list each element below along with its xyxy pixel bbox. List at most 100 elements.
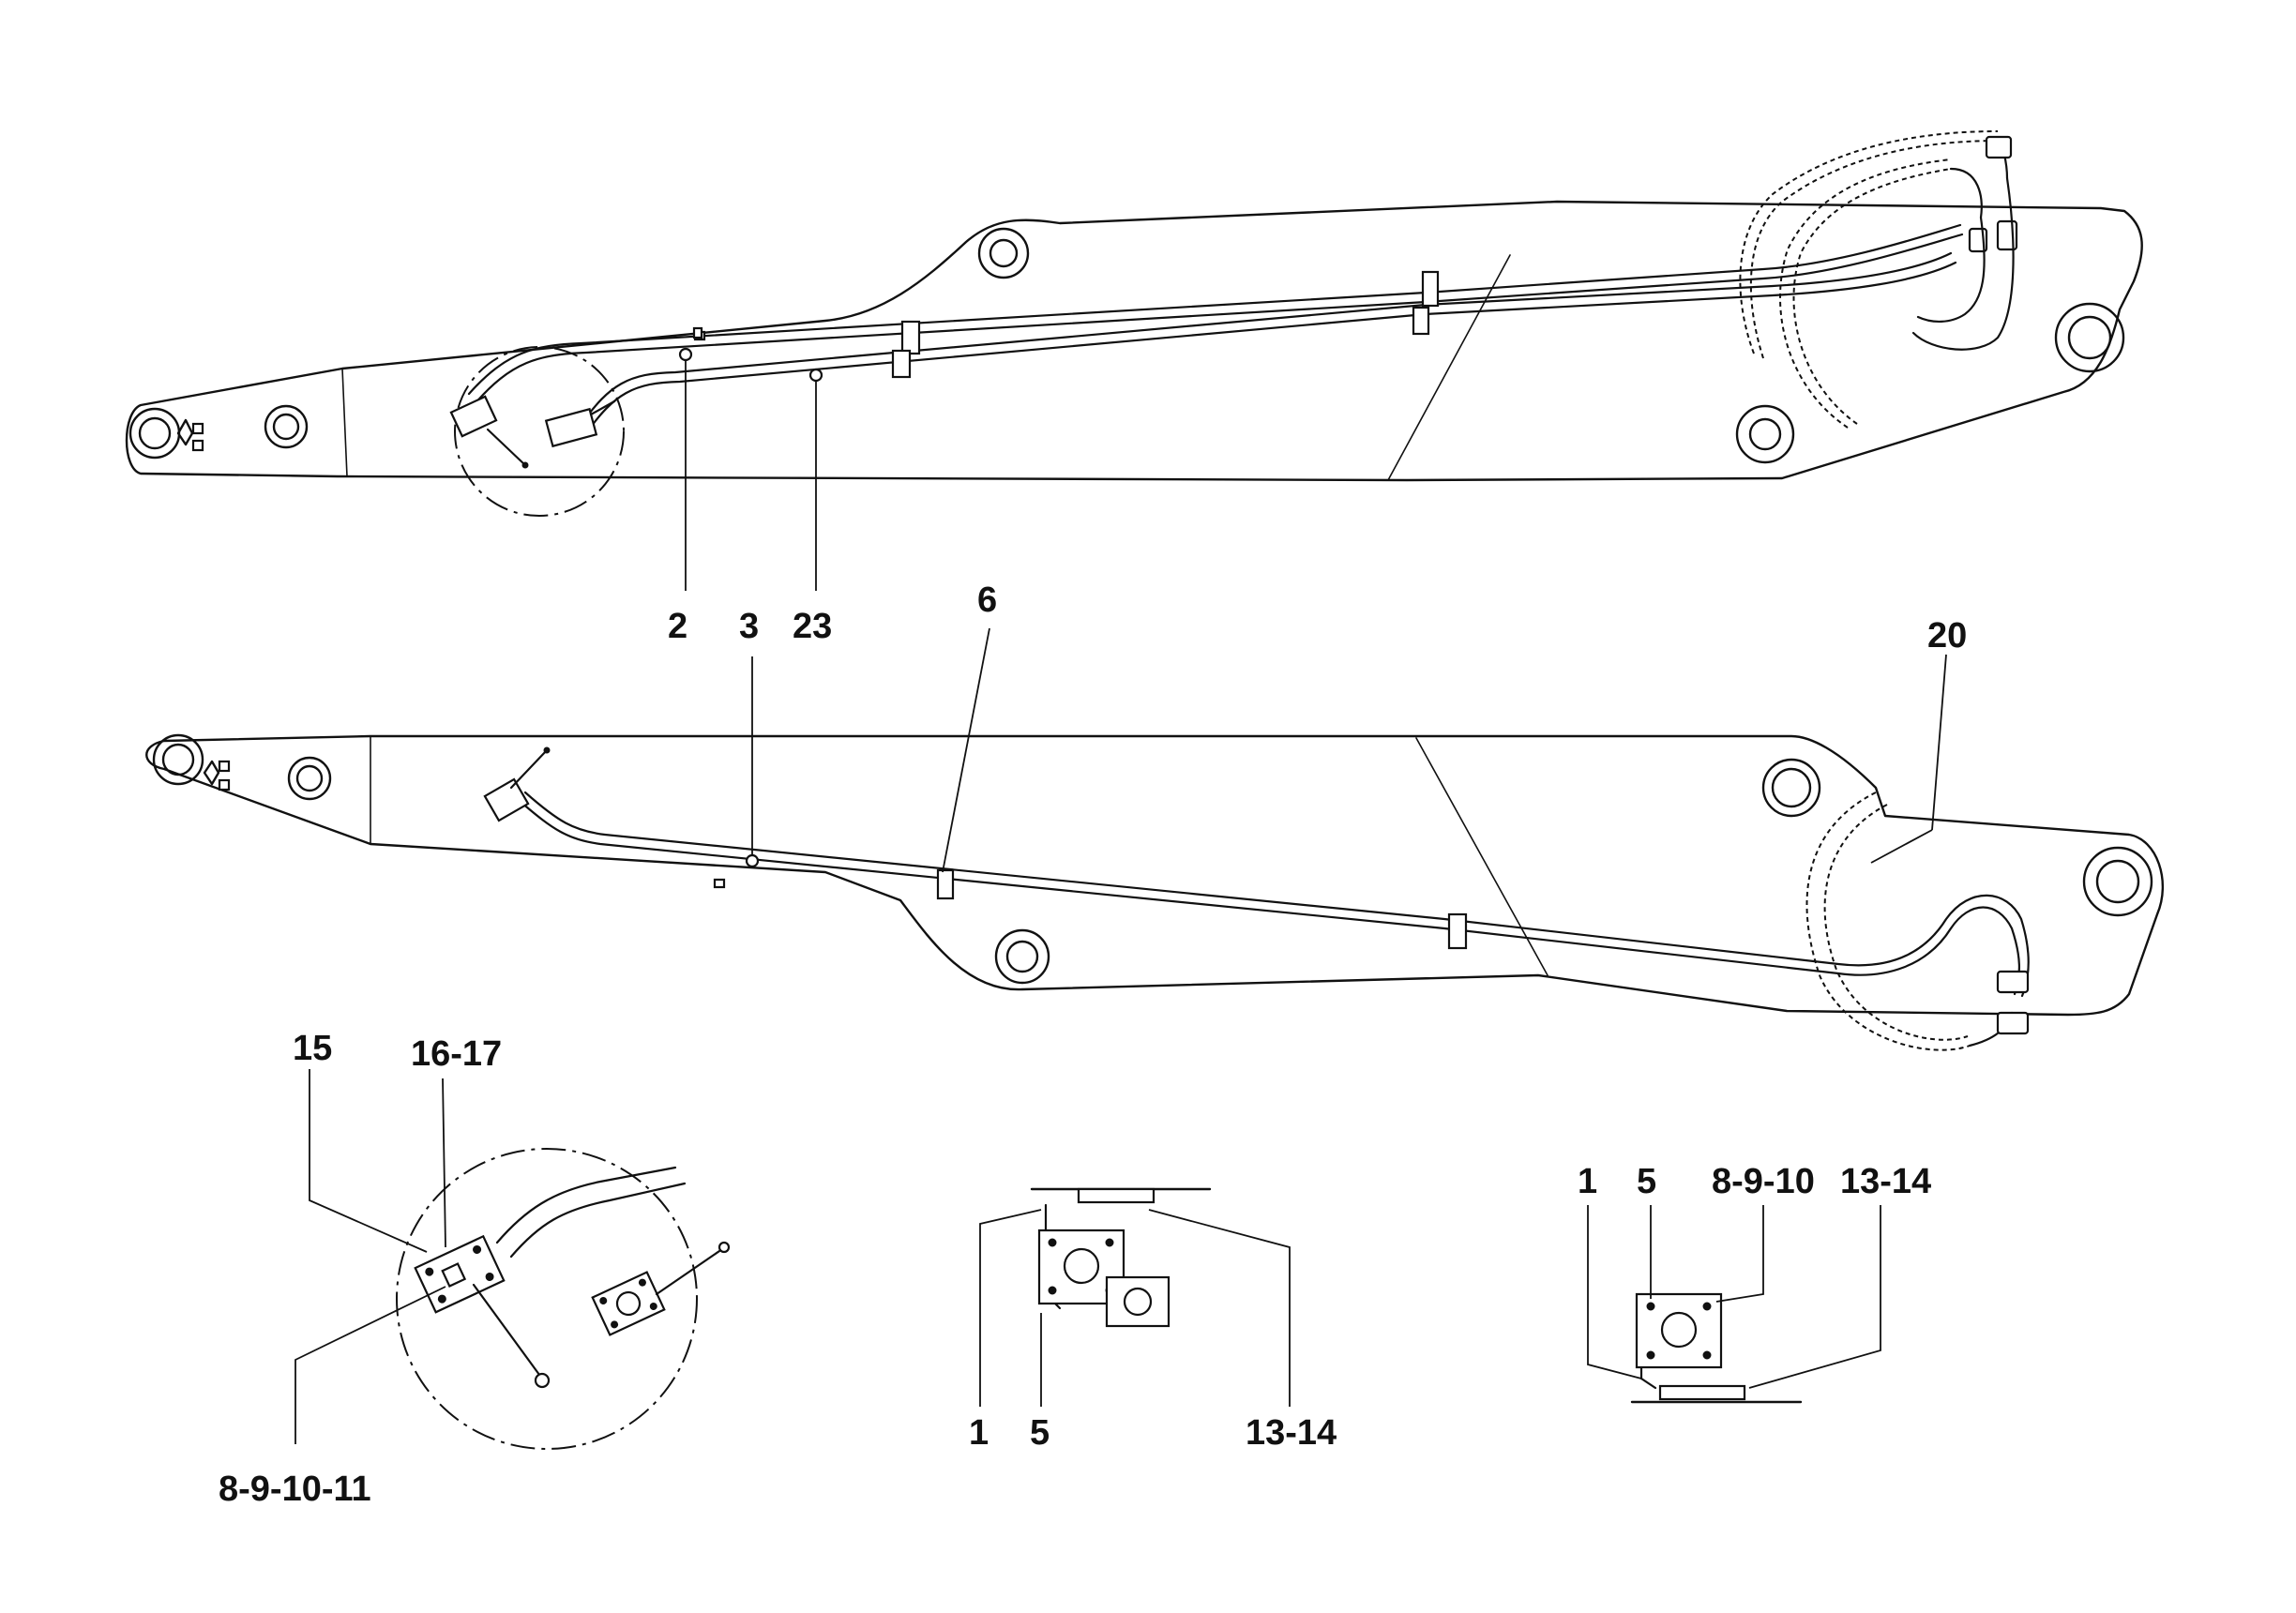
leader-20b xyxy=(1870,829,1933,864)
clamp-detail-b xyxy=(1630,1292,1803,1404)
valve-detail-pipe-upper xyxy=(495,1166,677,1244)
callout-23: 23 xyxy=(793,607,832,646)
upper-tip-pin-outer xyxy=(128,407,181,460)
lower-clamp-1 xyxy=(936,868,955,900)
upper-pipe-c xyxy=(580,251,1953,426)
valve-detail xyxy=(396,1148,731,1450)
lower-boss-pin xyxy=(994,928,1050,985)
clamp-b-bolt-1 xyxy=(1646,1302,1655,1311)
upper-hose-2 xyxy=(1792,168,1952,425)
upper-grease-nipple xyxy=(176,418,194,446)
upper-boom-section-line xyxy=(341,368,348,477)
upper-foot-pin xyxy=(2054,302,2125,373)
upper-pin-2-inner xyxy=(272,413,300,441)
upper-cylinder-pin-inner xyxy=(1748,417,1782,451)
lower-fitting-bottom xyxy=(1996,1011,2030,1035)
upper-detail-circle xyxy=(454,346,625,517)
upper-boom xyxy=(125,130,2143,517)
lower-pin-2-inner xyxy=(295,764,324,792)
lower-boom-outline xyxy=(145,734,2165,1017)
upper-hose-end-pipe-2 xyxy=(1949,167,1983,219)
upper-return-pipe-2 xyxy=(1916,216,1986,323)
valve-detail-pipe-lower xyxy=(509,1182,687,1259)
upper-fitting-a xyxy=(191,422,204,435)
leader-6 xyxy=(942,627,990,873)
lower-grease-nipple xyxy=(203,760,220,786)
leader-16-17 xyxy=(442,1078,446,1248)
callout-15: 15 xyxy=(293,1029,332,1068)
leader-15 xyxy=(309,1069,428,1253)
lower-clamp-2 xyxy=(1447,912,1468,950)
valve-detail-left-valve xyxy=(414,1234,506,1314)
clamp-a-plate xyxy=(1077,1187,1156,1204)
lower-fitting-a xyxy=(218,760,231,773)
leader-b-13-14 xyxy=(1748,1205,1881,1389)
lower-hose xyxy=(1805,791,1971,1051)
valve-detail-lever xyxy=(472,1283,544,1380)
upper-hose-1b xyxy=(1739,130,1999,354)
clamp-b-bolt-4 xyxy=(1702,1350,1712,1360)
leader-b-8-9-10 xyxy=(1715,1205,1764,1303)
lower-cylinder-pin-inner xyxy=(1771,767,1812,808)
leaders xyxy=(295,360,1947,1444)
upper-clamp-3 xyxy=(1421,270,1440,308)
callout-b-8-9-10: 8-9-10 xyxy=(1712,1162,1815,1201)
clamp-a-bore-2 xyxy=(1123,1287,1153,1317)
leader-20a xyxy=(1931,654,1947,831)
upper-pin-2 xyxy=(264,404,309,449)
clamp-b-plate xyxy=(1658,1384,1746,1401)
lower-pipe-b xyxy=(523,791,2030,998)
lower-boss-pin-inner xyxy=(1005,940,1039,973)
callout-3: 3 xyxy=(739,607,759,646)
upper-clamp-4 xyxy=(1412,306,1430,336)
lower-foot-pin-inner xyxy=(2095,859,2140,904)
upper-clamp-2 xyxy=(891,349,912,379)
leader-8-9-10-11 xyxy=(295,1286,446,1444)
clamp-b-bore xyxy=(1660,1311,1698,1349)
upper-return-pipe xyxy=(1911,176,2015,351)
leader-a-13-14 xyxy=(1148,1209,1291,1407)
upper-cylinder-pin xyxy=(1735,404,1795,464)
upper-hose-2b xyxy=(1779,158,1952,429)
callout-b-5: 5 xyxy=(1637,1162,1656,1201)
lower-pipe-marker-3 xyxy=(745,853,760,868)
upper-valve-left xyxy=(449,395,529,469)
lower-pipe-a xyxy=(519,800,2021,996)
upper-pipe-marker-23 xyxy=(808,368,823,383)
upper-tip-pin-inner xyxy=(138,416,172,450)
clamp-a-bolt-3 xyxy=(1048,1286,1057,1295)
lower-foot-pin xyxy=(2082,846,2153,917)
clamp-b-bolt-2 xyxy=(1702,1302,1712,1311)
lower-fitting-b xyxy=(218,778,231,791)
callout-20: 20 xyxy=(1927,616,1967,656)
clamp-a-bolt-1 xyxy=(1048,1238,1057,1247)
callout-a-13-14: 13-14 xyxy=(1246,1413,1337,1453)
callout-b-13-14: 13-14 xyxy=(1840,1162,1931,1201)
valve-detail-lever-knob xyxy=(534,1372,551,1389)
lower-valve xyxy=(483,746,551,822)
upper-pipe-a xyxy=(467,223,1962,396)
upper-boom-outline xyxy=(125,200,2143,482)
valve-detail-right-pipe xyxy=(655,1247,724,1296)
callout-16-17: 16-17 xyxy=(411,1034,502,1074)
lower-pipe-bracket xyxy=(713,878,726,889)
lower-cylinder-pin xyxy=(1761,758,1821,818)
upper-fitting-b xyxy=(191,439,204,452)
upper-pipe-d xyxy=(584,261,1957,435)
callout-6: 6 xyxy=(977,580,997,620)
upper-pipe-b xyxy=(472,233,1964,407)
callout-b-1: 1 xyxy=(1578,1162,1597,1201)
lower-hose-b xyxy=(1823,804,1969,1041)
leader-b-1 xyxy=(1587,1205,1642,1379)
lower-tip-pin-outer xyxy=(152,733,204,786)
callout-a-1: 1 xyxy=(969,1413,989,1453)
lower-boom-diagonal xyxy=(1415,737,1548,976)
callout-8-9-10-11: 8-9-10-11 xyxy=(219,1470,371,1509)
callout-labels: 2 3 23 6 20 15 16-17 8-9-10-11 1 5 13-14… xyxy=(219,580,1967,1509)
upper-boom-diagonal xyxy=(1387,254,1511,481)
valve-detail-right-valve xyxy=(591,1271,666,1336)
valve-detail-circle xyxy=(396,1148,698,1450)
clamp-detail-a xyxy=(1030,1187,1212,1328)
upper-boss-pin xyxy=(977,227,1030,279)
